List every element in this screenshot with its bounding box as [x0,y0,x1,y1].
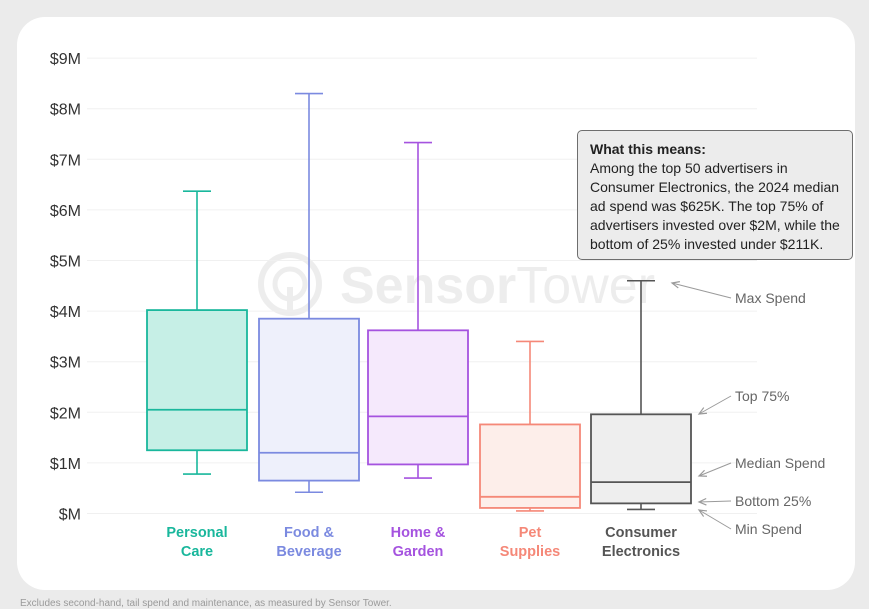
annotation-line [698,500,732,503]
box-consumer-electronics [590,279,692,511]
iqr-box [258,317,360,482]
y-axis: $M $1M $2M $3M $4M $5M $6M $7M $8M $9M [50,51,81,523]
iqr-box [146,309,248,452]
annotation-label: Max Spend [735,290,806,306]
boxplot-chart: SensorTower $M $1M $2M $3M $4M $5M $6M $7M $8M $9… [50,51,825,560]
y-tick-label: $7M [50,152,81,169]
annotation-line [698,395,732,415]
box-home-garden [367,141,469,479]
x-tick-label: Electronics [602,544,680,560]
annotation-label: Min Spend [735,521,802,537]
explanation-body: Among the top 50 advertisers in Consumer… [590,160,840,252]
x-tick-label: Personal [166,525,227,541]
sensor-tower-watermark: SensorTower [258,252,655,316]
x-tick-label: Garden [393,544,444,560]
chart-card: SensorTower $M $1M $2M $3M $4M $5M $6M $7M $8M $9… [17,17,855,590]
box-personal-care [146,190,248,475]
y-tick-label: $9M [50,51,81,68]
box-pet-supplies [479,340,581,512]
boxes [146,92,692,512]
annotation-q3: Top 75% [697,388,789,415]
annotation-label: Top 75% [735,388,789,404]
y-tick-label: $4M [50,304,81,321]
y-tick-label: $8M [50,102,81,119]
explanation-title: What this means: [590,141,706,157]
annotation-arrowhead [697,407,708,415]
x-tick-label: Consumer [605,525,677,541]
y-tick-label: $6M [50,203,81,220]
annotation-arrowhead [670,281,680,289]
x-tick-label: Care [181,544,213,560]
x-tick-label: Beverage [276,544,341,560]
annotation-line [671,282,732,299]
annotation-q1: Bottom 25% [697,493,811,509]
annotation-arrowhead [697,497,707,506]
annotation-max: Max Spend [670,281,806,306]
y-tick-label: $3M [50,355,81,372]
annotation-label: Median Spend [735,455,825,471]
y-tick-label: $5M [50,254,81,271]
x-tick-label: Supplies [500,544,560,560]
x-tick-label: Food & [284,525,334,541]
y-tick-label: $M [59,507,81,524]
watermark-bold: Sensor [340,257,516,315]
y-tick-label: $1M [50,456,81,473]
box-food-beverage [258,92,360,494]
explanation-box: What this means: Among the top 50 advert… [577,130,853,260]
footer-note: Excludes second-hand, tail spend and mai… [20,598,392,609]
iqr-box [367,329,469,466]
iqr-box [590,413,692,505]
x-tick-label: Pet [519,525,542,541]
annotation-label: Bottom 25% [735,493,811,509]
annotation-line [698,509,732,530]
watermark-light: Tower [516,257,655,315]
svg-text:SensorTower: SensorTower [340,257,655,315]
y-tick-label: $2M [50,405,81,422]
annotation-min: Min Spend [697,509,802,537]
annotation-arrowhead [697,509,708,517]
annotation-median: Median Spend [697,455,825,477]
annotation-line [698,462,732,477]
iqr-box [479,423,581,509]
annotation-arrowhead [697,469,708,477]
x-tick-label: Home & [391,525,446,541]
